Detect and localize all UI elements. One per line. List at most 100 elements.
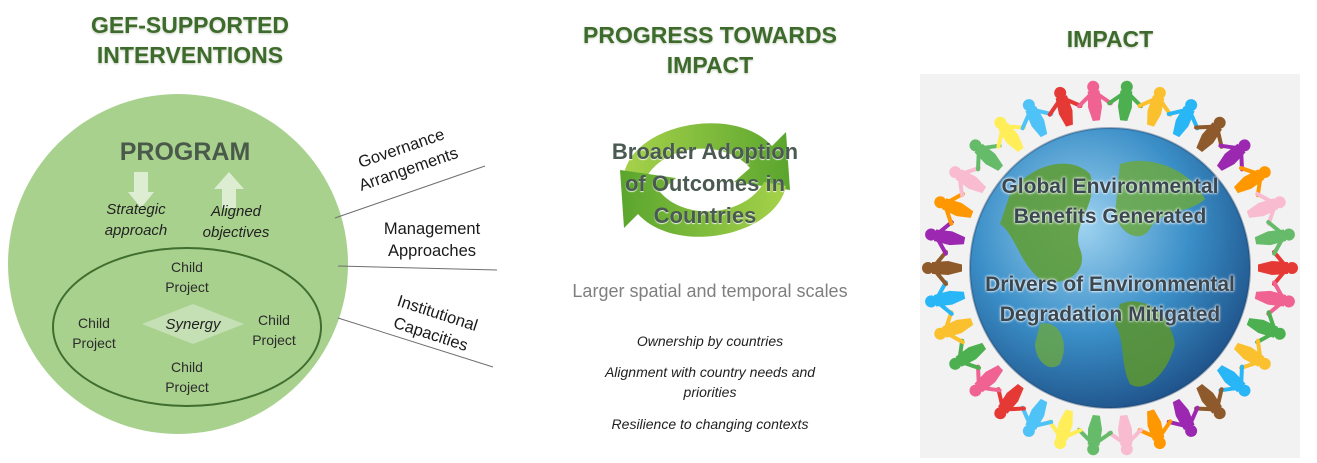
person-head [1282,295,1295,308]
arrow-down-icon [128,172,154,208]
alignment-text: Alignment with country needs and priorit… [550,362,870,402]
person-head [1120,80,1133,93]
benefits-line: Benefits Generated [1013,205,1207,228]
globe-illustration [920,74,1300,458]
person-body [1233,166,1265,198]
drivers-text: Drivers of Environmental Degradation Mit… [920,270,1300,330]
program-title: PROGRAM [119,138,251,166]
person-body [996,383,1026,414]
person-head [934,327,947,340]
person-body [1246,310,1279,345]
benefits-text: Global Environmental Benefits Generated [920,172,1300,232]
person-body [1076,415,1113,446]
drivers-line: Drivers of Environmental [985,273,1235,296]
adoption-line: of Outcomes in [624,171,786,196]
drivers-line: Degradation Mitigated [999,303,1221,326]
label-line: Strategic [106,201,166,218]
aligned-objectives-label: Aligned objectives [192,201,280,243]
person-figure [1166,398,1200,437]
child-label-line: Project [72,335,116,351]
person-figure [1020,398,1054,437]
person-body [1166,398,1200,430]
person-head [1054,437,1067,450]
globe-people-icon [920,74,1300,458]
recycle-arrows-icon [620,123,790,237]
child-label-line: Project [252,332,296,348]
adoption-line: Broader Adoption [611,139,799,164]
child-label-line: Project [165,279,209,295]
scales-text: Larger spatial and temporal scales [572,281,848,301]
connector-lines [334,165,498,368]
person-head [1273,327,1286,340]
benefits-line: Global Environmental [1001,175,1219,198]
person-head [922,262,934,274]
person-figure [1233,338,1271,370]
person-head [1087,80,1100,93]
child-label-line: Project [165,379,209,395]
child-label-line: Child [171,359,203,375]
person-body [1254,220,1287,256]
person-body [1216,143,1246,172]
impact-heading: IMPACT [1066,26,1154,52]
person-head [1282,228,1295,241]
heading-line: INTERVENTIONS [96,42,284,68]
person-body [1020,398,1054,430]
person-body [1233,338,1265,370]
resilience-text: Resilience to changing contexts [611,416,809,432]
interventions-heading: GEF-SUPPORTED INTERVENTIONS [60,10,320,70]
management-label: Management Approaches [370,218,494,262]
person-figure [934,191,974,226]
person-figure [1233,166,1271,198]
child-project-right: Child Project [242,310,306,350]
label-line: Management [383,220,481,238]
label-line: approach [104,222,168,239]
person-head [1153,86,1166,99]
person-figure [925,220,966,256]
label-line: Aligned [210,203,262,220]
arrow-up-icon [214,172,244,208]
person-figure [1254,220,1295,256]
person-body [941,191,974,226]
heading-line: IMPACT [666,52,754,78]
person-head [1054,86,1067,99]
person-figure [1047,86,1083,127]
synergy-label: Synergy [165,316,221,333]
person-figure [1137,409,1173,450]
person-head [1153,437,1166,450]
person-figure [1107,80,1144,121]
label-line: Approaches [387,242,477,260]
person-figure [1216,364,1251,397]
ownership-text: Ownership by countries [636,333,784,349]
child-label-line: Child [258,312,290,328]
person-figure [1246,310,1286,345]
synergy-diamond [142,304,244,344]
institutional-line [337,317,494,368]
person-figure [994,383,1026,420]
strategic-approach-label: Strategic approach [96,199,176,241]
child-project-top: Child Project [155,257,219,297]
heading-line: PROGRESS TOWARDS [583,22,837,48]
person-head [925,295,938,308]
interventions-column: GEF-SUPPORTED INTERVENTIONS PROGRAM Stra… [0,0,520,458]
management-line [337,265,498,271]
adoption-line: Countries [653,203,757,228]
person-head [1286,262,1298,274]
person-figure [1137,86,1173,127]
progress-heading: PROGRESS TOWARDS IMPACT [550,20,870,80]
child-projects-oval [52,247,322,407]
child-label-line: Child [171,259,203,275]
child-label-line: Child [78,315,110,331]
person-head [1087,443,1100,456]
broader-adoption-text: Broader Adoption of Outcomes in Countrie… [580,136,830,232]
person-head [1273,196,1286,209]
child-project-bottom: Child Project [155,357,219,397]
person-figure [1076,415,1113,456]
heading-line: GEF-SUPPORTED [90,12,290,38]
progress-column: PROGRESS TOWARDS IMPACT Broader Adoption… [520,0,900,458]
governance-line [334,165,486,219]
person-head [934,196,947,209]
person-head [925,228,938,241]
child-project-left: Child Project [62,313,126,353]
person-body [1216,364,1246,393]
label-line: objectives [202,224,270,241]
